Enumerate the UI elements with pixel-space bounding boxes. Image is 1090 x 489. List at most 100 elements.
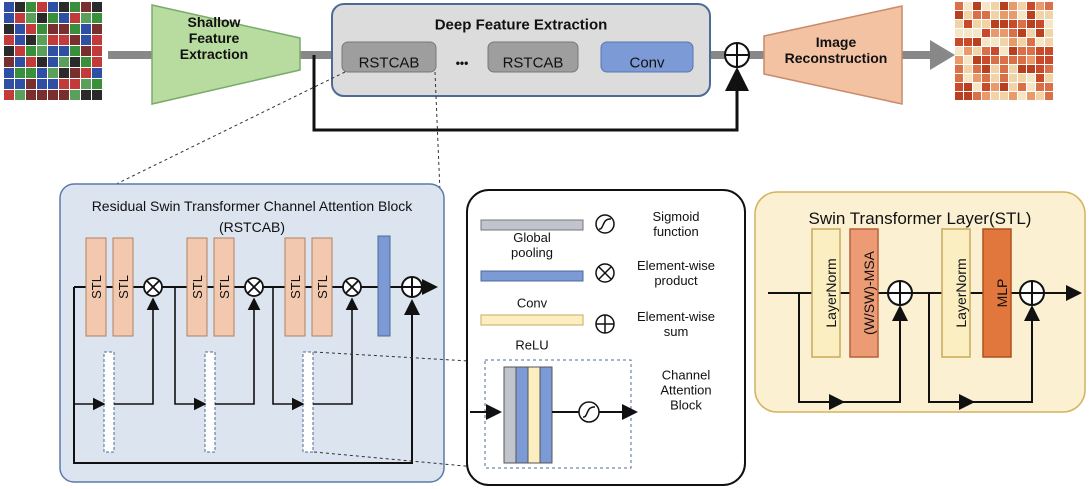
output-mosaic-cell bbox=[1018, 29, 1026, 37]
mosaic-cell bbox=[70, 2, 80, 12]
product-icon-stroke bbox=[345, 280, 359, 294]
mosaic-cell bbox=[59, 79, 69, 89]
mosaic-cell bbox=[26, 46, 36, 56]
output-mosaic-cell bbox=[1027, 83, 1035, 91]
output-mosaic-cell bbox=[955, 74, 963, 82]
rstcab-stl-label: STL bbox=[315, 275, 330, 299]
ca-conv-bar-2 bbox=[539, 366, 553, 464]
output-mosaic-cell bbox=[964, 47, 972, 55]
output-mosaic-cell bbox=[982, 65, 990, 73]
legend-relu-swatch bbox=[480, 314, 584, 326]
mosaic-cell bbox=[4, 24, 14, 34]
mosaic-cell bbox=[59, 35, 69, 45]
mosaic-cell bbox=[70, 79, 80, 89]
mosaic-cell bbox=[4, 35, 14, 45]
output-mosaic-cell bbox=[991, 92, 999, 100]
mosaic-cell bbox=[15, 2, 25, 12]
output-mosaic-cell bbox=[955, 83, 963, 91]
conv-block-top bbox=[600, 41, 694, 73]
mosaic-cell bbox=[15, 13, 25, 23]
element-sum-icon-rstcab bbox=[401, 276, 423, 298]
mosaic-cell bbox=[59, 57, 69, 67]
output-mosaic-cell bbox=[1009, 92, 1017, 100]
output-mosaic-cell bbox=[1000, 20, 1008, 28]
stl-layernorm-1 bbox=[811, 228, 841, 358]
element-sum-icon-legend bbox=[595, 314, 615, 334]
mosaic-cell bbox=[48, 90, 58, 100]
output-mosaic-cell bbox=[964, 11, 972, 19]
output-mosaic-cell bbox=[1009, 56, 1017, 64]
mosaic-cell bbox=[48, 35, 58, 45]
mosaic-cell bbox=[37, 57, 47, 67]
stl-mlp-block bbox=[982, 228, 1012, 358]
mosaic-cell bbox=[4, 57, 14, 67]
output-mosaic-cell bbox=[991, 83, 999, 91]
output-mosaic-cell bbox=[973, 74, 981, 82]
output-mosaic-cell bbox=[991, 65, 999, 73]
legend-conv-swatch bbox=[480, 270, 584, 282]
output-mosaic-cell bbox=[991, 47, 999, 55]
output-mosaic-cell bbox=[1036, 29, 1044, 37]
output-mosaic-cell bbox=[1027, 47, 1035, 55]
output-mosaic-cell bbox=[1018, 20, 1026, 28]
output-mosaic-cell bbox=[991, 11, 999, 19]
output-mosaic-cell bbox=[973, 20, 981, 28]
conv-label-top: Conv bbox=[629, 54, 665, 71]
mosaic-cell bbox=[81, 35, 91, 45]
mosaic-cell bbox=[26, 68, 36, 78]
mosaic-cell bbox=[59, 2, 69, 12]
output-mosaic-cell bbox=[1018, 92, 1026, 100]
output-mosaic-cell bbox=[1009, 20, 1017, 28]
mosaic-cell bbox=[48, 24, 58, 34]
output-mosaic-cell bbox=[1036, 20, 1044, 28]
rstcab-stl-block bbox=[284, 237, 306, 337]
output-mosaic-cell bbox=[1036, 56, 1044, 64]
mosaic-cell bbox=[81, 46, 91, 56]
mosaic-cell bbox=[26, 35, 36, 45]
mosaic-cell bbox=[81, 90, 91, 100]
mosaic-cell bbox=[81, 79, 91, 89]
zoom-line-left bbox=[99, 71, 346, 193]
mosaic-cell bbox=[15, 35, 25, 45]
mosaic-cell bbox=[15, 46, 25, 56]
output-mosaic-cell bbox=[973, 92, 981, 100]
output-mosaic-cell bbox=[955, 29, 963, 37]
output-mosaic-cell bbox=[1036, 83, 1044, 91]
output-mosaic-cell bbox=[955, 65, 963, 73]
mosaic-cell bbox=[37, 46, 47, 56]
output-mosaic-cell bbox=[982, 83, 990, 91]
rstcab-stl-label: STL bbox=[217, 275, 232, 299]
stl-sum-icon-1 bbox=[887, 280, 913, 306]
output-mosaic-cell bbox=[1009, 74, 1017, 82]
output-mosaic-cell bbox=[973, 38, 981, 46]
mosaic-cell bbox=[81, 68, 91, 78]
rstcab-block-1 bbox=[341, 41, 437, 73]
output-mosaic-cell bbox=[1036, 65, 1044, 73]
mosaic-cell bbox=[15, 79, 25, 89]
ca-zoom-line-bottom bbox=[313, 451, 487, 469]
output-mosaic-cell bbox=[1036, 2, 1044, 10]
mosaic-cell bbox=[48, 57, 58, 67]
output-mosaic-cell bbox=[973, 65, 981, 73]
output-reconstructed-image bbox=[955, 2, 1053, 100]
mosaic-cell bbox=[37, 90, 47, 100]
ca-branch-in bbox=[272, 287, 305, 411]
rstcab-label-2: RSTCAB bbox=[503, 54, 564, 71]
rstcab-stl-label: STL bbox=[190, 275, 205, 299]
stl-layernorm-2 bbox=[941, 228, 971, 358]
output-mosaic-cell bbox=[991, 38, 999, 46]
output-mosaic-cell bbox=[1009, 11, 1017, 19]
output-mosaic-cell bbox=[955, 2, 963, 10]
mosaic-cell bbox=[59, 13, 69, 23]
output-mosaic-cell bbox=[1000, 74, 1008, 82]
output-mosaic-cell bbox=[1009, 47, 1017, 55]
output-mosaic-cell bbox=[1009, 83, 1017, 91]
output-mosaic-cell bbox=[964, 29, 972, 37]
mosaic-cell bbox=[92, 68, 102, 78]
stl-skip-2 bbox=[928, 293, 1040, 403]
output-mosaic-cell bbox=[1045, 74, 1053, 82]
output-mosaic-cell bbox=[1000, 11, 1008, 19]
